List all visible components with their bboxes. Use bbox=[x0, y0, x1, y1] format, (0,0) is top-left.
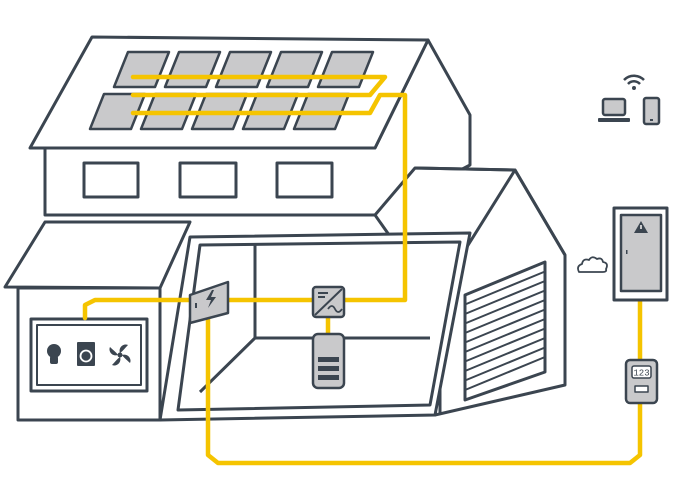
wifi-icon bbox=[623, 74, 645, 90]
garage-door-slat bbox=[464, 270, 546, 306]
fan-icon bbox=[109, 344, 131, 366]
window bbox=[82, 161, 140, 199]
phone-icon bbox=[642, 96, 661, 126]
garage-door-slat bbox=[464, 327, 546, 363]
garage bbox=[373, 166, 567, 417]
inverter-icon bbox=[311, 285, 346, 319]
annex bbox=[3, 220, 192, 422]
electric-meter-icon: 123 bbox=[624, 358, 659, 405]
laptop-icon bbox=[598, 97, 630, 122]
meter-display: 123 bbox=[633, 369, 649, 379]
breaker-box-icon bbox=[188, 280, 230, 325]
garage-door-slat bbox=[464, 289, 546, 325]
washing-machine-icon bbox=[77, 342, 95, 366]
garage-door-slat bbox=[464, 308, 546, 344]
window bbox=[178, 161, 238, 199]
lightbulb-icon bbox=[47, 344, 61, 364]
wiring bbox=[82, 74, 643, 466]
grid-cabinet-icon bbox=[612, 206, 669, 302]
garage-door-slat bbox=[464, 280, 546, 315]
garage-door-slat bbox=[464, 299, 546, 334]
window bbox=[275, 161, 334, 199]
garage-door-slat bbox=[464, 337, 546, 372]
cloud-icon bbox=[577, 256, 608, 273]
garage-door-slat bbox=[464, 356, 546, 391]
garage-door-slat bbox=[464, 346, 546, 382]
battery-icon bbox=[311, 332, 346, 390]
garage-door-slat bbox=[464, 318, 546, 353]
